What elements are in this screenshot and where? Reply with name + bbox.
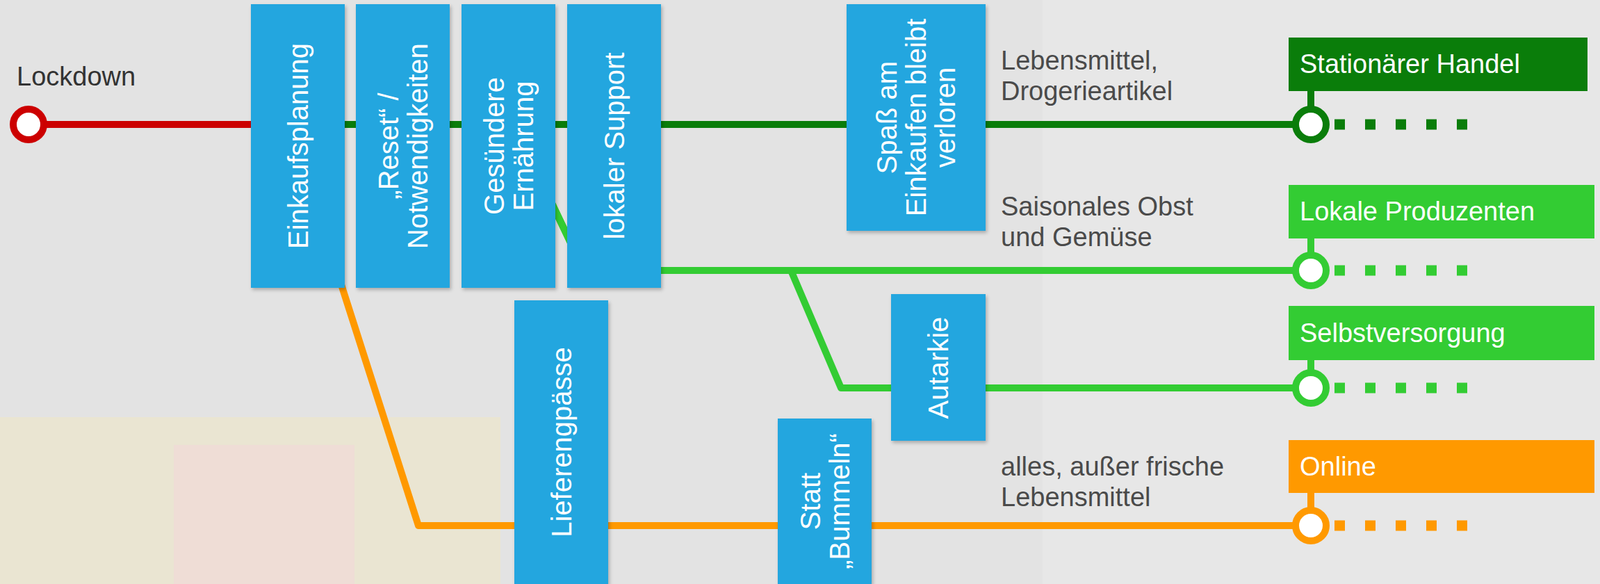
- station-ring: [13, 109, 44, 140]
- destination-label: Stationärer Handel: [1288, 37, 1588, 92]
- line-note: alles, außer frische Lebensmittel: [1000, 451, 1238, 513]
- dotted-continuation: [1334, 119, 1470, 130]
- destination-name: Online: [1299, 451, 1377, 482]
- topic-box: Gesündere Ernährung: [461, 4, 556, 288]
- station-name: Lockdown: [16, 61, 136, 92]
- station-ring: [1295, 510, 1327, 541]
- dotted-continuation: [1334, 520, 1470, 532]
- dotted-continuation: [1334, 382, 1470, 394]
- dotted-continuation: [1334, 265, 1470, 276]
- topic-box: Spaß am Einkaufen bleibt verloren: [846, 4, 986, 231]
- topic-box: „Reset“ / Notwendigkeiten: [355, 4, 450, 288]
- station-ring: [9, 104, 48, 144]
- topic-text: Statt „Bummeln“: [795, 426, 855, 576]
- destination-name: Selbstversorgung: [1299, 318, 1506, 349]
- route-line: [47, 124, 1311, 271]
- station-ring: [1295, 109, 1327, 140]
- route-line: [47, 124, 1311, 388]
- station-ring: [1295, 255, 1327, 286]
- topic-box: lokaler Support: [567, 4, 661, 288]
- station-ring: [1295, 372, 1327, 404]
- route-line: [47, 124, 1311, 526]
- topic-box: Autarkie: [891, 294, 986, 441]
- topic-text: lokaler Support: [599, 12, 630, 280]
- start-station: Lockdown: [9, 104, 48, 144]
- background-shape: [0, 417, 501, 584]
- topic-box: Lieferengpässe: [514, 300, 609, 584]
- topic-text: Lieferengpässe: [547, 308, 577, 576]
- background-shape: [173, 444, 355, 584]
- destination-name: Stationärer Handel: [1299, 49, 1521, 80]
- destination-label: Lokale Produzenten: [1288, 184, 1595, 239]
- topic-text: Gesündere Ernährung: [479, 12, 538, 280]
- topic-box: Statt „Bummeln“: [777, 418, 872, 584]
- lockdown-line: [44, 120, 277, 128]
- line-note: Lebensmittel, Drogerieartikel: [1000, 45, 1238, 107]
- line-note: Saisonales Obst und Gemüse: [1000, 191, 1238, 253]
- topic-text: Autarkie: [923, 302, 953, 433]
- destination-name: Lokale Produzenten: [1299, 196, 1535, 227]
- topic-text: Einkaufsplanung: [283, 12, 313, 280]
- destination-label: Online: [1288, 439, 1595, 493]
- topic-box: Einkaufsplanung: [250, 4, 345, 288]
- destination-label: Selbstversorgung: [1288, 305, 1595, 361]
- topic-text: Spaß am Einkaufen bleibt verloren: [872, 12, 960, 223]
- topic-text: „Reset“ / Notwendigkeiten: [373, 12, 433, 280]
